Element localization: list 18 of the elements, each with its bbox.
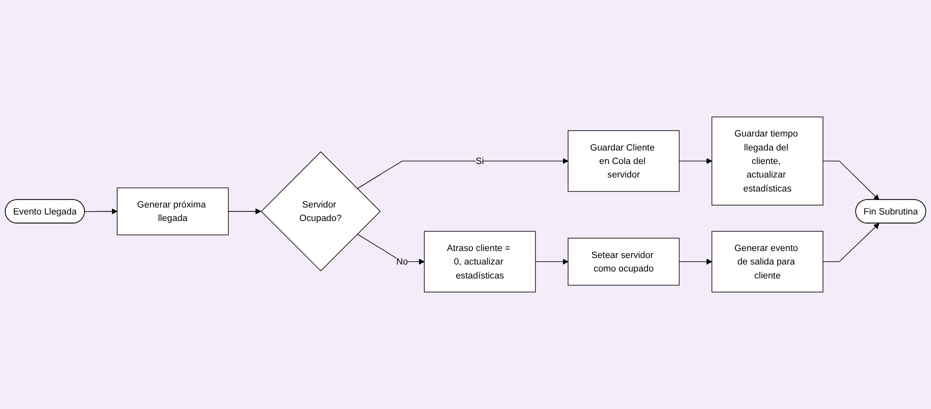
arrow: [356, 234, 425, 265]
node-box: Setear servidor como ocupado: [568, 238, 680, 286]
arrow: [678, 158, 712, 164]
node-diamond: Servidor Ocupado?: [260, 151, 381, 272]
node-box: Generar evento de salida para cliente: [712, 230, 824, 292]
edge-label: No: [396, 256, 408, 267]
arrow: [228, 208, 262, 214]
node-box: Guardar tiempo llegada del cliente, actualizar estadísticas: [712, 116, 824, 206]
arrow: [356, 158, 568, 190]
edge-label: Si: [476, 155, 484, 166]
node-box: Atraso cliente = 0, actualizar estadísticas: [424, 230, 536, 292]
arrow: [822, 160, 880, 200]
arrow: [84, 208, 118, 214]
node-box: Guardar Cliente en Cola del servidor: [568, 130, 680, 192]
arrow: [678, 258, 712, 265]
node-box: Generar próxima llegada: [116, 188, 229, 236]
arrow: [822, 223, 880, 262]
arrow: [535, 258, 568, 265]
